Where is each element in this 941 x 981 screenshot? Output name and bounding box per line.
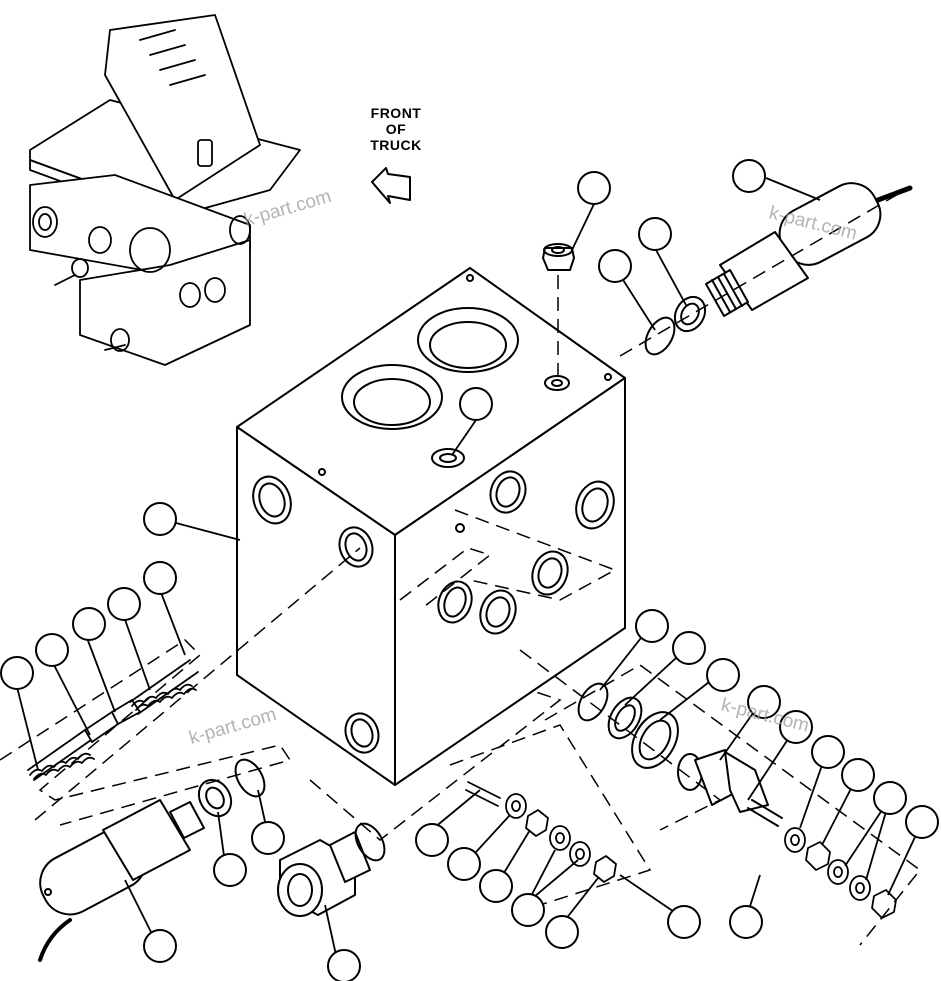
callout-balloon-c25 [747, 685, 781, 719]
stud-nut-stack-center [465, 781, 617, 883]
front-label-line1: FRONT [370, 105, 422, 121]
callout-balloon-c23 [672, 631, 706, 665]
backup-ring-right [631, 711, 679, 769]
callout-balloon-c14 [251, 821, 285, 855]
front-label-line3: TRUCK [370, 137, 422, 153]
callout-balloon-c19 [511, 893, 545, 927]
callout-balloon-c13 [213, 853, 247, 887]
callout-balloon-c09 [72, 607, 106, 641]
front-label-line2: OF [385, 121, 407, 137]
callout-balloon-c30 [905, 805, 939, 839]
o-ring-bottom-left [234, 758, 266, 798]
manifold-block [236, 267, 626, 786]
callout-balloon-c06 [638, 217, 672, 251]
o-ring-bottom [354, 822, 386, 862]
callout-balloon-c31 [729, 905, 763, 939]
callout-balloon-c21 [667, 905, 701, 939]
solenoid-bottom-left [38, 799, 205, 962]
callout-balloon-c27 [811, 735, 845, 769]
callout-balloon-c08 [35, 633, 69, 667]
washer-right-1 [607, 696, 643, 740]
callout-balloon-c24 [706, 658, 740, 692]
callout-balloon-c16 [415, 823, 449, 857]
front-arrow-icon [371, 167, 411, 204]
callout-balloon-c15 [327, 949, 361, 981]
fitting-bottom [277, 831, 371, 917]
callout-balloon-c29 [873, 781, 907, 815]
plug-top [542, 243, 575, 271]
callout-balloon-c03 [459, 387, 493, 421]
valve-right [677, 749, 783, 827]
o-ring-right-1 [577, 682, 609, 722]
callout-balloon-c07 [0, 656, 34, 690]
callout-balloon-c04 [732, 159, 766, 193]
front-of-truck-label: FRONT OF TRUCK [355, 105, 437, 153]
callout-balloon-c02 [577, 171, 611, 205]
solenoid-top-right [705, 182, 913, 317]
callout-balloon-c10 [107, 587, 141, 621]
callout-balloons [0, 159, 939, 981]
dashed-assembly-lines [0, 189, 922, 946]
callout-balloon-c01 [143, 502, 177, 536]
spool-springs-left [27, 659, 199, 781]
o-ring-top-right [644, 316, 676, 356]
callout-balloon-c22 [635, 609, 669, 643]
callout-balloon-c11 [143, 561, 177, 595]
callout-balloon-c20 [545, 915, 579, 949]
callout-balloon-c26 [779, 710, 813, 744]
callout-balloon-c12 [143, 929, 177, 963]
callout-balloon-c05 [598, 249, 632, 283]
callout-balloon-c18 [479, 869, 513, 903]
stud-nut-stack-right [784, 827, 897, 919]
assembled-valve-inset [29, 14, 301, 366]
callout-balloon-c17 [447, 847, 481, 881]
washer-top-right [673, 295, 707, 333]
washer-bottom-left [197, 778, 233, 818]
callout-balloon-c28 [841, 758, 875, 792]
